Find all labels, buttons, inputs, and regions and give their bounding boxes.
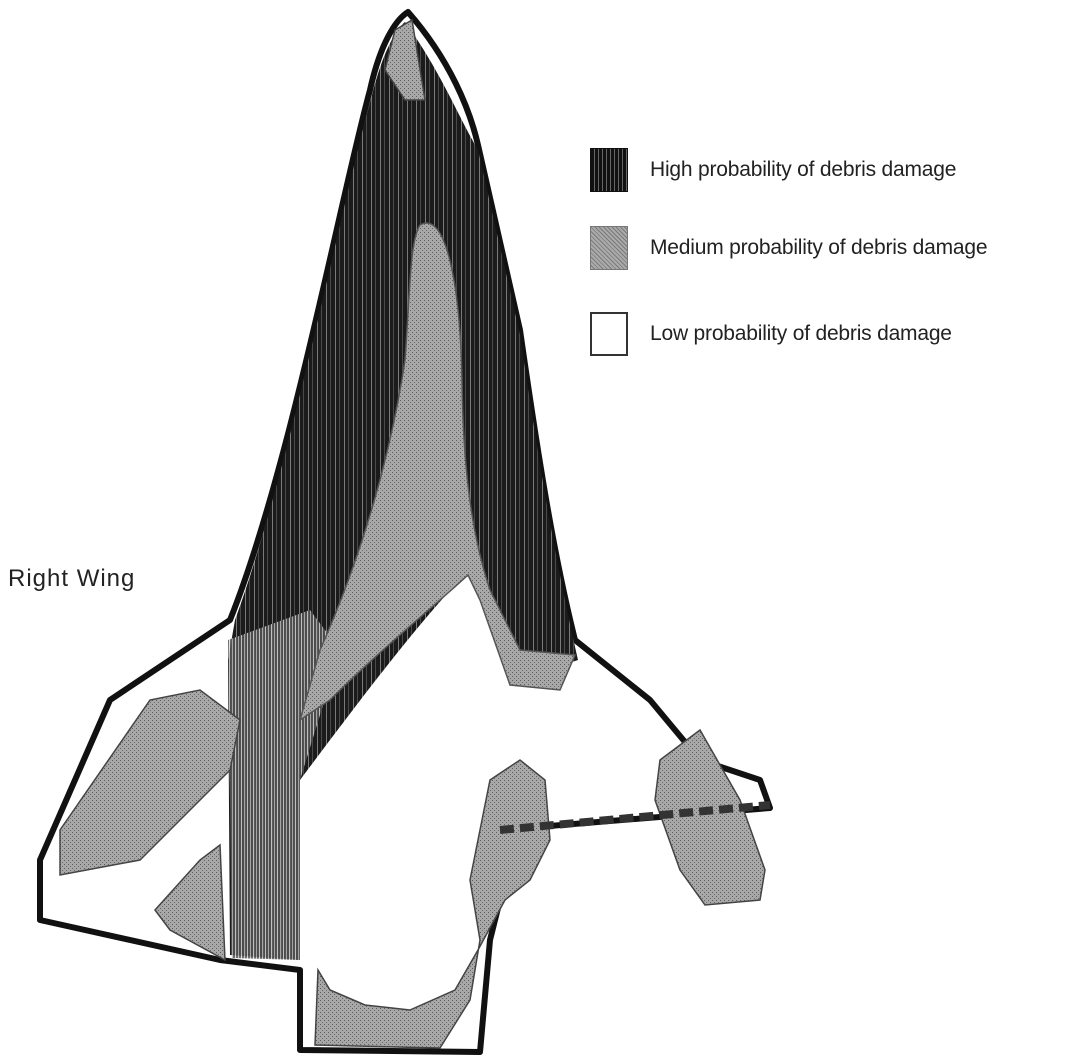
legend-item-low: Low probability of debris damage: [590, 312, 952, 356]
legend-swatch-high: [590, 148, 628, 192]
legend-swatch-medium: [590, 226, 628, 270]
right-wing-label: Right Wing: [8, 565, 135, 593]
legend-item-high: High probability of debris damage: [590, 148, 956, 192]
legend-label-low: Low probability of debris damage: [650, 322, 952, 346]
legend-swatch-low: [590, 312, 628, 356]
legend-label-medium: Medium probability of debris damage: [650, 236, 987, 260]
legend-label-high: High probability of debris damage: [650, 158, 956, 182]
legend-item-medium: Medium probability of debris damage: [590, 226, 987, 270]
